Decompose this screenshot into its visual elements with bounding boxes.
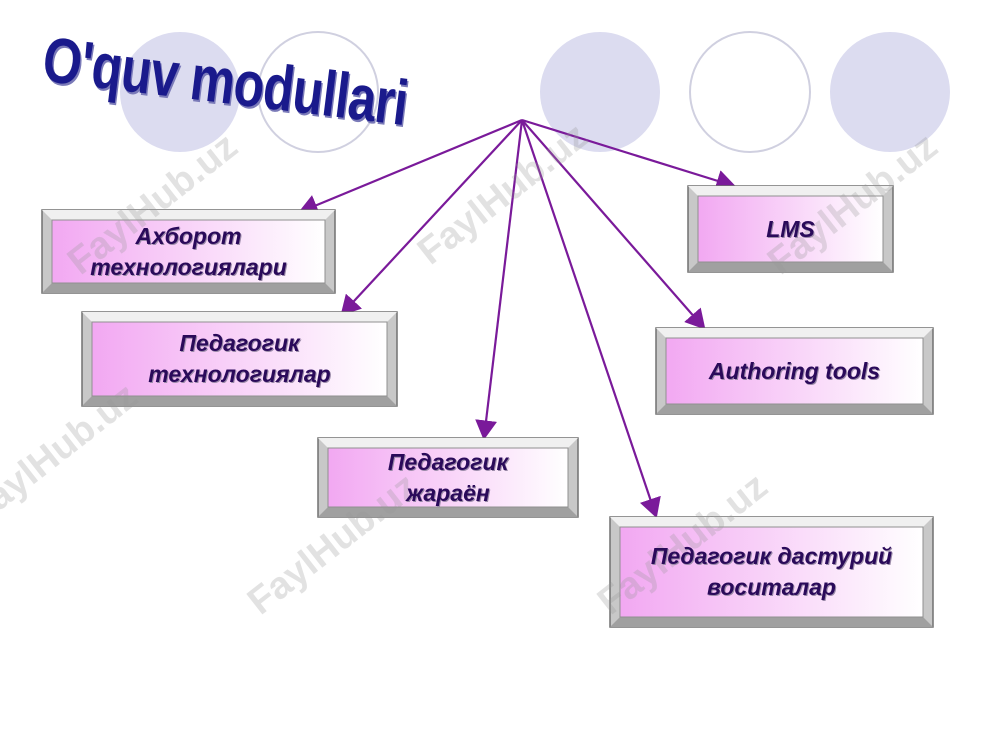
decor-circle — [540, 32, 660, 152]
decor-circle — [830, 32, 950, 152]
module-box-axborot — [41, 209, 336, 294]
decor-circle — [689, 31, 811, 153]
module-label-line: Педагогик дастурий — [650, 543, 893, 569]
module-box-ped-dastur — [609, 516, 934, 628]
arrow-to-authoring — [521, 119, 706, 330]
module-label-line: жараён — [406, 479, 490, 506]
module-label-line: Authoring tools — [708, 357, 881, 384]
module-label-ped-dastur: Педагогик дастурий воситалар — [620, 527, 923, 617]
arrow-to-lms — [521, 118, 737, 192]
module-label-authoring: Authoring tools — [666, 338, 923, 404]
arrow-to-ped-jarayon — [475, 119, 524, 441]
module-label-lms: LMS — [698, 196, 883, 262]
arrow-to-ped-tech — [340, 119, 523, 316]
module-label-line: Ахборот — [135, 222, 242, 249]
arrow-to-axborot — [297, 118, 523, 216]
module-label-line: LMS — [766, 215, 815, 242]
module-label-line: технологиялар — [148, 361, 331, 387]
module-label-ped-jarayon: Педагогик жараён — [328, 448, 568, 507]
arrow-to-ped-dastur — [520, 119, 661, 519]
module-boxes — [41, 185, 934, 628]
module-label-line: Педагогик — [179, 330, 300, 356]
module-box-ped-tech — [81, 311, 398, 407]
module-box-authoring — [655, 327, 934, 415]
module-label-line: воситалар — [707, 574, 836, 600]
decor-circle — [120, 32, 240, 152]
decorative-circles — [120, 31, 950, 153]
connector-arrows — [297, 118, 737, 519]
module-label-line: технологиялари — [90, 253, 287, 280]
decor-circle — [257, 31, 379, 153]
module-box-lms — [687, 185, 894, 273]
module-label-axborot: Ахборот технологиялари — [52, 220, 325, 283]
module-box-ped-jarayon — [317, 437, 579, 518]
module-label-ped-tech: Педагогик технологиялар — [92, 322, 387, 396]
module-label-line: Педагогик — [387, 448, 509, 475]
